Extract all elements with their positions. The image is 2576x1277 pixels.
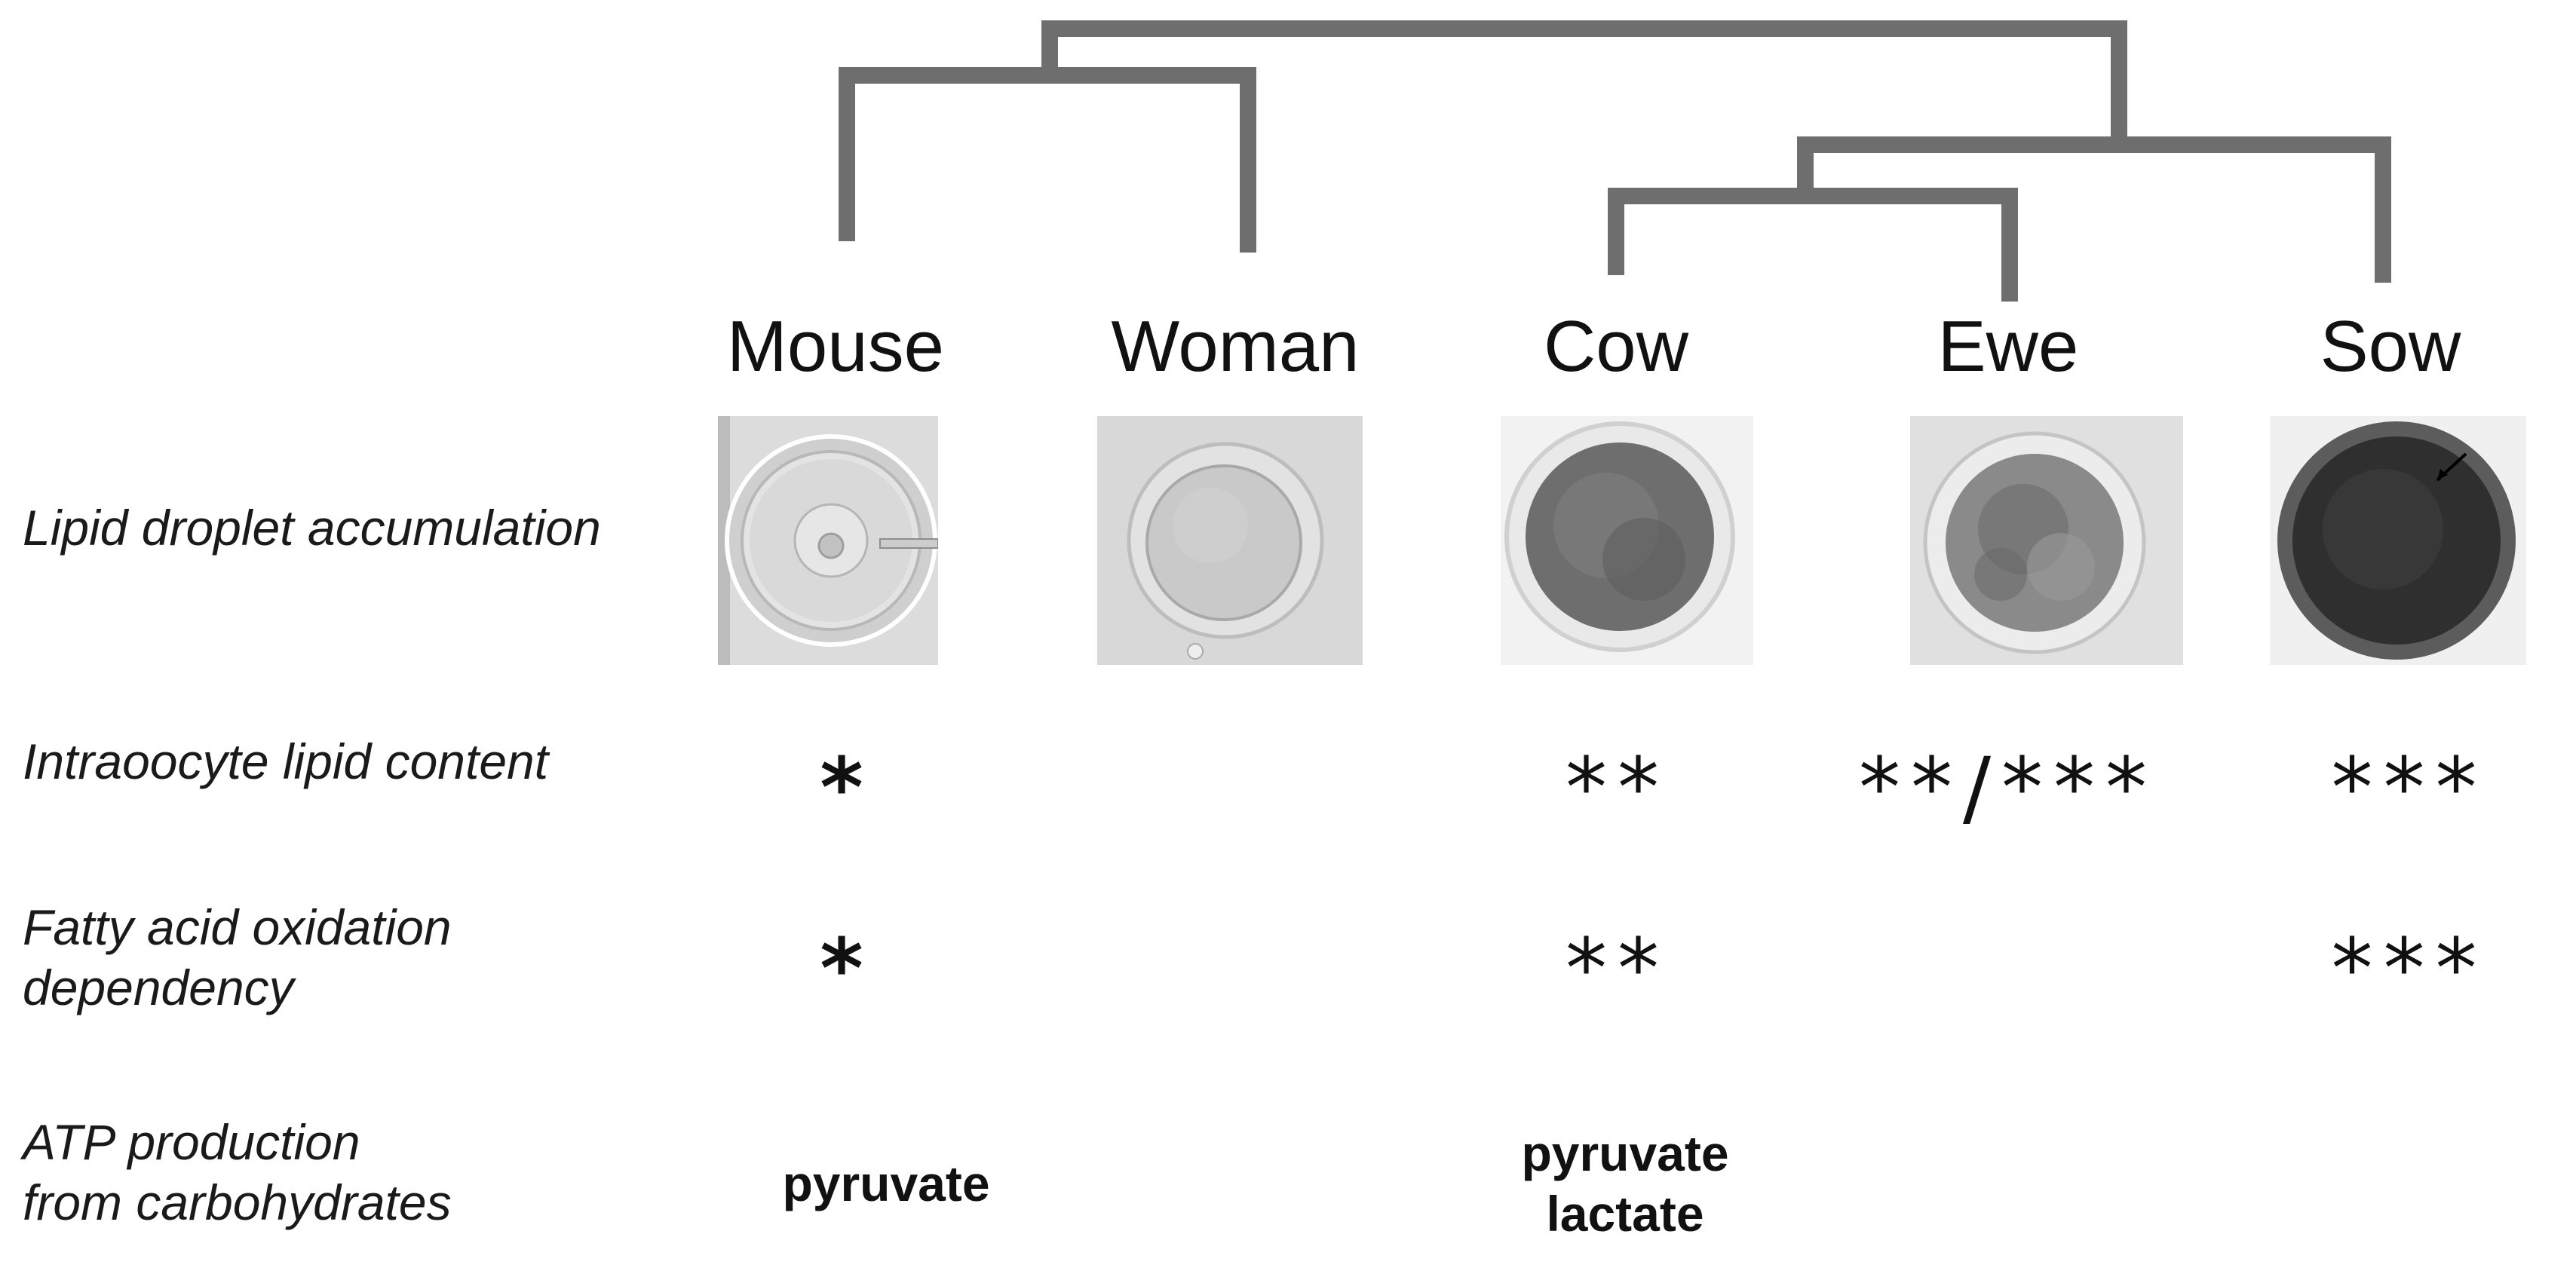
- row-label-lipid-content: Intraoocyte lipid content: [23, 733, 549, 789]
- fao-cow: **: [1566, 920, 1670, 1017]
- row-label-lipid-droplet: Lipid droplet accumulation: [23, 500, 601, 556]
- lipid-content-cow: **: [1566, 740, 1670, 836]
- mouse-oocyte-image: [718, 416, 938, 665]
- row-label-fao: Fatty acid oxidation dependency: [23, 899, 452, 1015]
- sow-oocyte-image: [2270, 416, 2526, 665]
- ewe-oocyte-image: [1910, 416, 2183, 665]
- lipid-content-ewe: **/***: [1858, 740, 2158, 836]
- species-cow: Cow: [1543, 306, 1689, 387]
- lipid-content-mouse: *: [820, 740, 874, 836]
- species-ewe: Ewe: [1937, 306, 2079, 387]
- row-label-atp: ATP production from carbohydrates: [23, 1114, 452, 1230]
- cow-oocyte-image: [1501, 416, 1753, 665]
- atp-mouse: pyruvate: [782, 1156, 990, 1211]
- atp-cow: pyruvate lactate: [1521, 1125, 1729, 1242]
- fao-mouse: *: [820, 920, 874, 1017]
- species-woman: Woman: [1111, 306, 1360, 387]
- fao-sow: ***: [2331, 920, 2488, 1017]
- species-mouse: Mouse: [726, 306, 945, 387]
- woman-oocyte-image: [1097, 416, 1363, 665]
- species-sow: Sow: [2320, 306, 2461, 387]
- lipid-content-sow: ***: [2331, 740, 2488, 836]
